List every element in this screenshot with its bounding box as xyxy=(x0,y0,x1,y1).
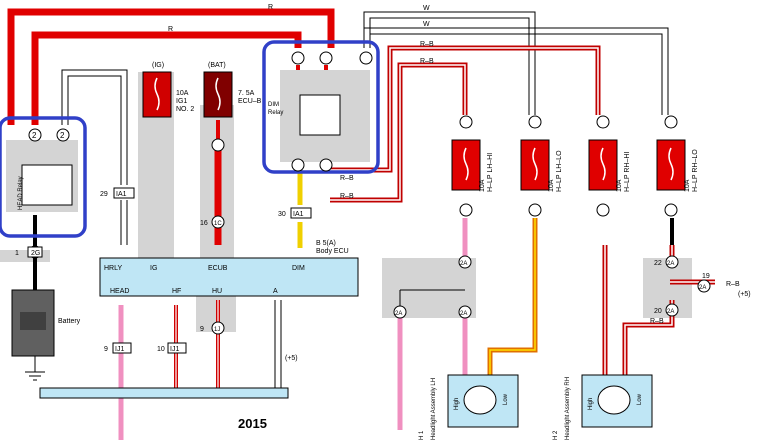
svg-text:W: W xyxy=(423,21,430,28)
svg-text:19: 19 xyxy=(702,273,710,280)
svg-text:Body ECU: Body ECU xyxy=(316,248,349,255)
svg-text:29: 29 xyxy=(100,191,108,198)
svg-text:(IG): (IG) xyxy=(152,62,164,69)
svg-text:R–B: R–B xyxy=(650,318,664,325)
svg-text:9: 9 xyxy=(200,326,204,333)
svg-text:R: R xyxy=(168,26,173,33)
svg-text:10A: 10A xyxy=(479,179,486,192)
svg-text:IJ1: IJ1 xyxy=(170,346,179,353)
svg-text:H–LP RH–HI: H–LP RH–HI xyxy=(624,152,631,192)
svg-text:10A: 10A xyxy=(548,179,555,192)
svg-text:IG1: IG1 xyxy=(176,98,187,105)
svg-text:7. 5A: 7. 5A xyxy=(238,90,255,97)
headlight-lh xyxy=(447,374,519,428)
svg-text:H–LP LH–HI: H–LP LH–HI xyxy=(487,153,494,192)
svg-text:30: 30 xyxy=(278,211,286,218)
svg-text:R–B: R–B xyxy=(340,175,354,182)
svg-text:B 5(A): B 5(A) xyxy=(316,240,336,247)
svg-text:IA1: IA1 xyxy=(293,211,304,218)
svg-text:20: 20 xyxy=(654,308,662,315)
svg-text:2A: 2A xyxy=(460,261,467,267)
svg-text:10A: 10A xyxy=(684,179,691,192)
svg-text:10A: 10A xyxy=(616,179,623,192)
svg-text:HF: HF xyxy=(172,288,181,295)
head-relay: HEAD Relay xyxy=(0,116,87,238)
svg-text:H–LP LH–LO: H–LP LH–LO xyxy=(556,150,563,192)
svg-text:HEAD Relay: HEAD Relay xyxy=(18,176,24,210)
svg-text:H 1: H 1 xyxy=(419,430,425,440)
svg-text:2A: 2A xyxy=(699,285,706,291)
svg-text:HEAD: HEAD xyxy=(110,288,129,295)
year-label: 2015 xyxy=(238,416,267,431)
svg-text:2G: 2G xyxy=(31,250,40,257)
svg-text:2: 2 xyxy=(60,131,65,140)
svg-text:HU: HU xyxy=(212,288,222,295)
svg-text:(+5): (+5) xyxy=(285,355,298,362)
svg-text:1C: 1C xyxy=(214,221,222,227)
svg-text:IG: IG xyxy=(150,265,157,272)
svg-text:R–B: R–B xyxy=(340,193,354,200)
svg-text:H 2: H 2 xyxy=(553,430,559,440)
svg-text:(+5): (+5) xyxy=(738,291,751,298)
svg-text:1: 1 xyxy=(15,250,19,257)
svg-text:HRLY: HRLY xyxy=(104,265,122,272)
svg-text:H–LP RH–LO: H–LP RH–LO xyxy=(692,149,699,192)
svg-text:Headlight Assembly LH: Headlight Assembly LH xyxy=(431,378,437,440)
svg-text:R: R xyxy=(268,4,273,11)
svg-text:High: High xyxy=(588,398,594,410)
svg-text:2: 2 xyxy=(32,131,37,140)
svg-text:NO. 2: NO. 2 xyxy=(176,106,194,113)
body-ecu xyxy=(99,257,359,297)
svg-text:IA1: IA1 xyxy=(116,191,127,198)
svg-text:ECU–B: ECU–B xyxy=(238,98,262,105)
svg-text:Low: Low xyxy=(637,393,643,405)
svg-text:22: 22 xyxy=(654,260,662,267)
ry-wire xyxy=(487,218,538,380)
svg-text:A: A xyxy=(273,288,278,295)
svg-text:W: W xyxy=(423,5,430,12)
rb-wires xyxy=(330,45,715,380)
svg-text:High: High xyxy=(454,398,460,410)
svg-text:Headlight Assembly RH: Headlight Assembly RH xyxy=(565,377,571,440)
svg-text:16: 16 xyxy=(200,220,208,227)
svg-text:ECUB: ECUB xyxy=(208,265,228,272)
dim-relay: DIM Relay xyxy=(262,40,380,174)
svg-text:10A: 10A xyxy=(176,90,189,97)
svg-text:R–B: R–B xyxy=(420,58,434,65)
svg-text:10: 10 xyxy=(157,346,165,353)
svg-text:2A: 2A xyxy=(460,311,467,317)
svg-text:Relay: Relay xyxy=(268,110,283,116)
svg-text:DIM: DIM xyxy=(268,102,279,108)
svg-text:Battery: Battery xyxy=(58,318,81,325)
svg-text:2A: 2A xyxy=(667,309,674,315)
svg-text:2A: 2A xyxy=(667,261,674,267)
svg-text:(BAT): (BAT) xyxy=(208,62,226,69)
svg-text:R–B: R–B xyxy=(420,41,434,48)
svg-text:9: 9 xyxy=(104,346,108,353)
svg-text:2A: 2A xyxy=(395,311,402,317)
svg-text:Low: Low xyxy=(503,393,509,405)
svg-text:IJ1: IJ1 xyxy=(115,346,124,353)
svg-text:R–B: R–B xyxy=(726,281,740,288)
svg-text:DIM: DIM xyxy=(292,265,305,272)
svg-text:1J: 1J xyxy=(214,327,220,333)
